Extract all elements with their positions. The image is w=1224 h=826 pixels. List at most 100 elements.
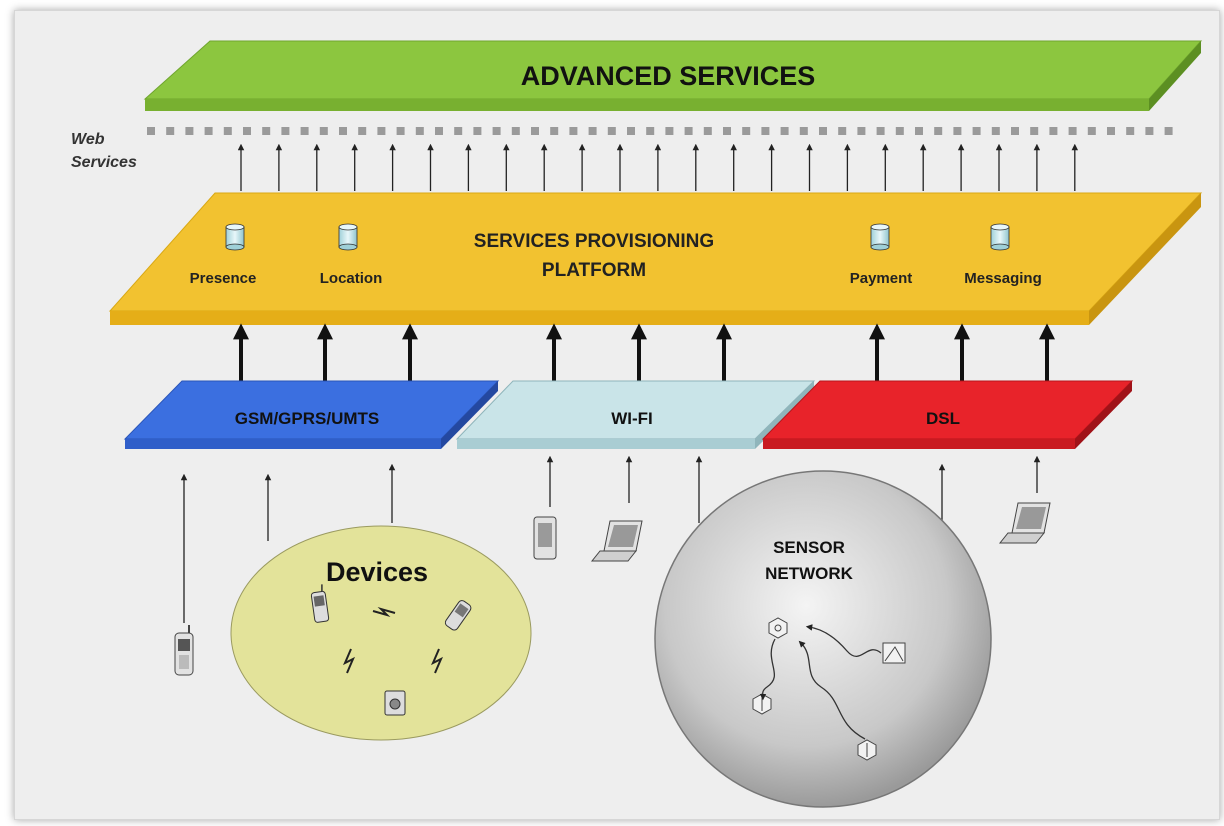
advanced-services-front (145, 99, 1149, 111)
web-services-dash (742, 127, 751, 135)
laptop-icon (590, 520, 643, 562)
web-services-dash (1145, 127, 1154, 135)
platform-front (110, 311, 1089, 325)
signal-bolt-icon (431, 648, 443, 674)
web-services-dash (819, 127, 827, 135)
gsm-side (441, 381, 498, 449)
device-to-network-arrows (180, 455, 1041, 623)
web-services-dash (991, 127, 1000, 135)
gsm-front (125, 439, 441, 449)
dsl-label: DSL (926, 409, 960, 428)
web-services-dash (454, 127, 463, 135)
platform-title-line2: PLATFORM (542, 260, 646, 281)
database-label-messaging: Messaging (964, 270, 1042, 287)
web-services-dash (1049, 127, 1058, 135)
web-services-dash (838, 127, 847, 135)
mobile-phone-icon (310, 584, 330, 623)
dsl-side (1075, 381, 1132, 449)
web-services-dash (339, 127, 347, 135)
wifi-front (457, 439, 755, 449)
sensor-node-icon (752, 693, 772, 715)
web-services-dash (262, 127, 271, 135)
network-to-platform-arrows (233, 323, 1055, 385)
flip-phone-icon (444, 600, 472, 631)
web-services-dash (396, 127, 405, 135)
database-icon (870, 223, 890, 251)
web-services-dash (876, 127, 885, 135)
platform-side (1089, 193, 1201, 325)
sensor-gateway-icon (882, 642, 906, 664)
web-services-dash (761, 127, 770, 135)
architecture-diagram: ADVANCED SERVICES Web Services SERVICES … (71, 40, 1203, 808)
web-services-dash (473, 127, 482, 135)
web-services-dash (780, 127, 789, 135)
database-label-presence: Presence (190, 270, 257, 287)
sensor-link (759, 638, 776, 701)
web-services-dash (358, 127, 367, 135)
mobile-phone-icon (174, 625, 194, 676)
web-services-dash (857, 127, 866, 135)
web-services-dash (223, 127, 232, 135)
web-services-dash (243, 127, 251, 135)
web-services-dash (492, 127, 501, 135)
signal-bolt-icon (372, 606, 396, 618)
web-services-dash (972, 127, 981, 135)
web-services-dash (531, 127, 539, 135)
web-services-dash (799, 127, 808, 135)
web-services-dashes (147, 127, 1173, 135)
web-services-dash (204, 127, 213, 135)
web-services-dash (646, 127, 655, 135)
database-icon (225, 223, 245, 251)
sensor-node-icon (857, 739, 877, 761)
web-services-dash (550, 127, 559, 135)
web-services-dash (607, 127, 616, 135)
web-services-dash (934, 127, 943, 135)
web-services-dash (147, 127, 155, 135)
web-services-dash (319, 127, 328, 135)
sensor-network-label-line1: SENSOR (773, 538, 845, 557)
diagram-frame: ADVANCED SERVICES Web Services SERVICES … (14, 10, 1220, 820)
web-services-dash (1030, 127, 1039, 135)
devices-ellipse (230, 525, 532, 741)
web-services-dash (185, 127, 194, 135)
web-services-dash (627, 127, 635, 135)
web-services-dash (511, 127, 520, 135)
platform-top (108, 192, 1203, 312)
web-services-dash (1126, 127, 1135, 135)
web-services-dash (435, 127, 443, 135)
web-services-dash (569, 127, 578, 135)
sensor-link (798, 640, 866, 740)
web-services-dash (915, 127, 923, 135)
sensor-network-label-line2: NETWORK (765, 564, 854, 583)
wifi-label: WI-FI (611, 409, 653, 428)
web-services-dash (665, 127, 674, 135)
sensor-network: SENSOR NETWORK (654, 470, 992, 808)
web-services-dash (703, 127, 712, 135)
web-services-dash (723, 127, 731, 135)
database-label-payment: Payment (850, 270, 913, 287)
database-icon (990, 223, 1010, 251)
network-layer-dsl: DSL (761, 380, 1134, 449)
web-services-arrows (237, 143, 1079, 191)
advanced-services-layer: ADVANCED SERVICES (143, 40, 1203, 111)
database-icon (338, 223, 358, 251)
signal-bolt-icon (343, 648, 355, 674)
web-services-dash (1107, 127, 1115, 135)
database-label-location: Location (320, 270, 383, 287)
devices-label: Devices (326, 557, 428, 587)
web-services-dash (1068, 127, 1077, 135)
gsm-label: GSM/GPRS/UMTS (235, 409, 380, 428)
web-services-dash (166, 127, 175, 135)
web-services-dash (684, 127, 693, 135)
web-services-dash (300, 127, 309, 135)
devices-cluster: Devices (230, 525, 532, 741)
services-provisioning-platform: SERVICES PROVISIONING PLATFORM Presence … (108, 192, 1203, 325)
sensor-link (805, 624, 882, 657)
web-services-dash (377, 127, 386, 135)
network-layer-gsm: GSM/GPRS/UMTS (123, 380, 500, 449)
web-services-dash (281, 127, 290, 135)
platform-title-line1: SERVICES PROVISIONING (474, 231, 714, 252)
camera-icon (384, 690, 406, 716)
advanced-services-label: ADVANCED SERVICES (521, 61, 816, 91)
web-services-dash (1011, 127, 1019, 135)
